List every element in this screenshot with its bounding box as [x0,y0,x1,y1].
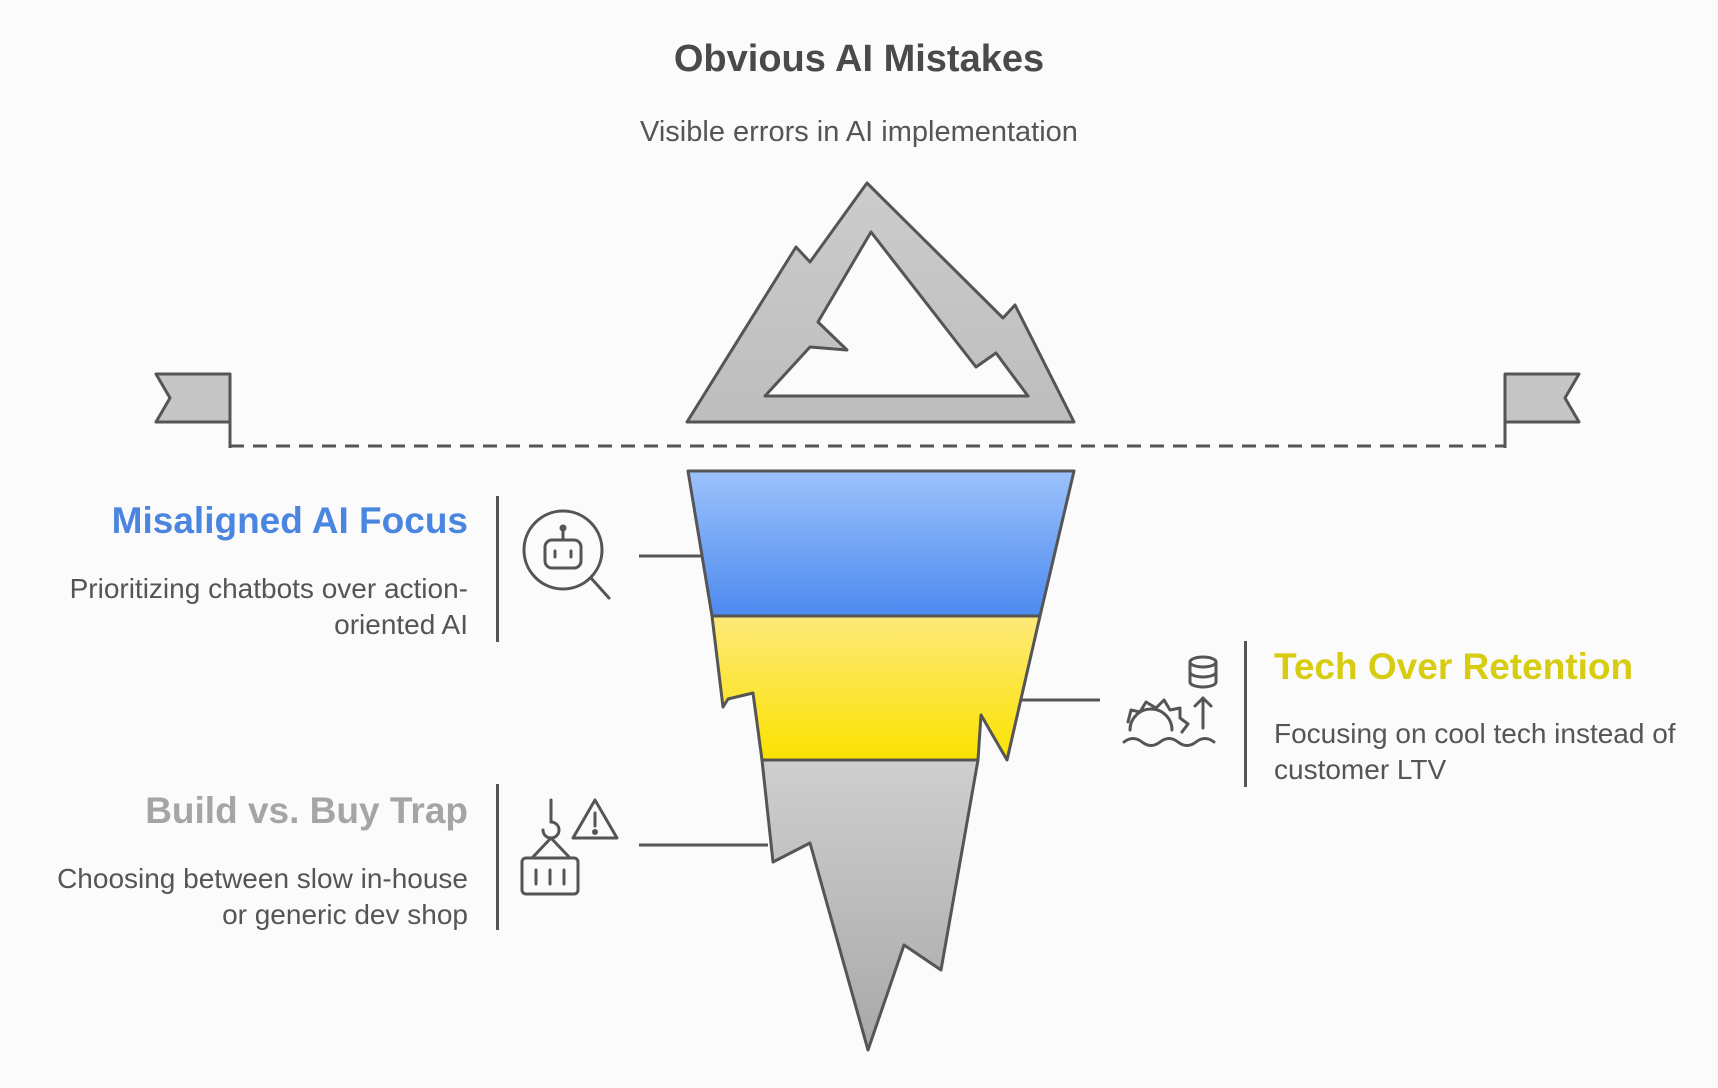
description-build-line-1: Choosing between slow in-house [57,863,468,894]
description-build-line-2: or generic dev shop [222,899,468,930]
heading-build-vs-buy-trap: Build vs. Buy Trap [145,790,468,831]
layer-build-vs-buy-trap [760,758,980,1052]
heading-tech-over-retention: Tech Over Retention [1274,646,1634,687]
description-tech-line-1: Focusing on cool tech instead of [1274,718,1676,749]
diagram-subtitle: Visible errors in AI implementation [640,116,1078,148]
divider-build [496,784,499,930]
layer-tech-over-retention [710,614,1042,762]
right-flag-icon [1503,372,1581,424]
layer-misaligned-ai-focus [686,469,1076,618]
heading-misaligned-ai-focus: Misaligned AI Focus [111,500,468,541]
divider-misaligned [496,496,499,642]
diagram-title: Obvious AI Mistakes [673,38,1045,80]
divider-tech [1244,641,1247,787]
description-misaligned-line-2: oriented AI [334,609,468,640]
left-flag-icon [154,372,232,424]
gear-database-upload-icon [1122,655,1218,747]
description-tech-line-2: customer LTV [1274,754,1447,785]
robot-search-icon [522,509,611,600]
crane-warning-icon [520,798,619,896]
description-misaligned-line-1: Prioritizing chatbots over action- [69,573,468,604]
iceberg-tip [685,181,1076,424]
